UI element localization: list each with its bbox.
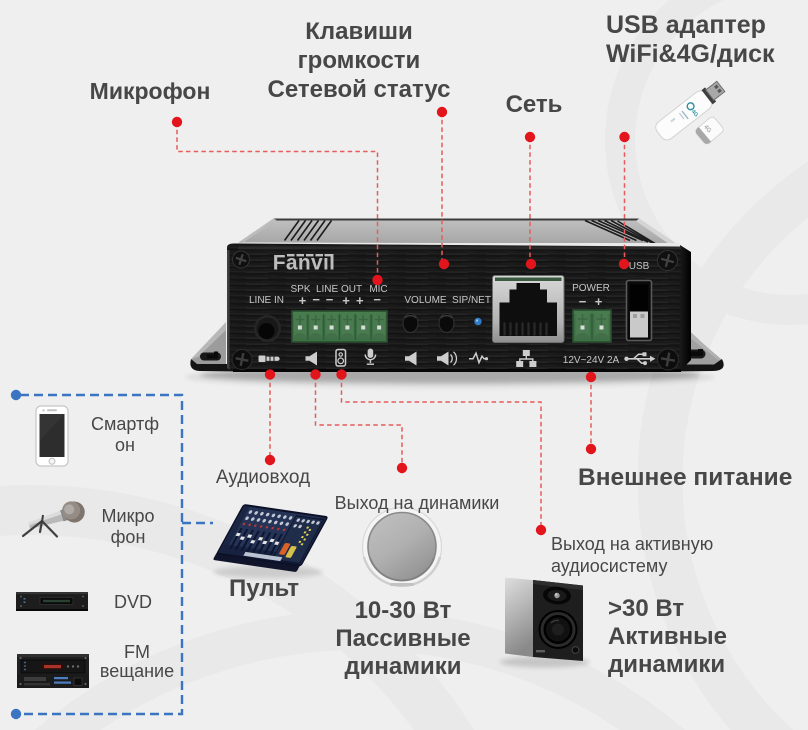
svg-text:4G: 4G [690, 109, 699, 118]
svg-text:−: − [312, 292, 320, 307]
svg-text:LINE IN: LINE IN [249, 295, 284, 306]
svg-text:USB: USB [629, 261, 650, 272]
svg-text:−: − [326, 292, 334, 307]
svg-text:+: + [356, 293, 364, 308]
svg-text:+: + [299, 293, 307, 308]
svg-text:−: − [373, 292, 381, 307]
svg-text:+: + [595, 294, 603, 309]
svg-text:VOLUME: VOLUME [404, 295, 447, 306]
svg-text:12V~24V 2A: 12V~24V 2A [563, 355, 620, 366]
svg-text:+: + [342, 293, 350, 308]
svg-text:SIP/NET: SIP/NET [452, 295, 491, 306]
svg-text:SPK: SPK [290, 284, 310, 295]
svg-text:MIC: MIC [369, 284, 387, 295]
svg-text:4G: 4G [702, 124, 712, 134]
svg-text:−: − [579, 294, 587, 309]
svg-text:POWER: POWER [572, 283, 610, 294]
svg-text:LINE OUT: LINE OUT [316, 284, 362, 295]
svg-text:Fanvil: Fanvil [273, 252, 335, 275]
